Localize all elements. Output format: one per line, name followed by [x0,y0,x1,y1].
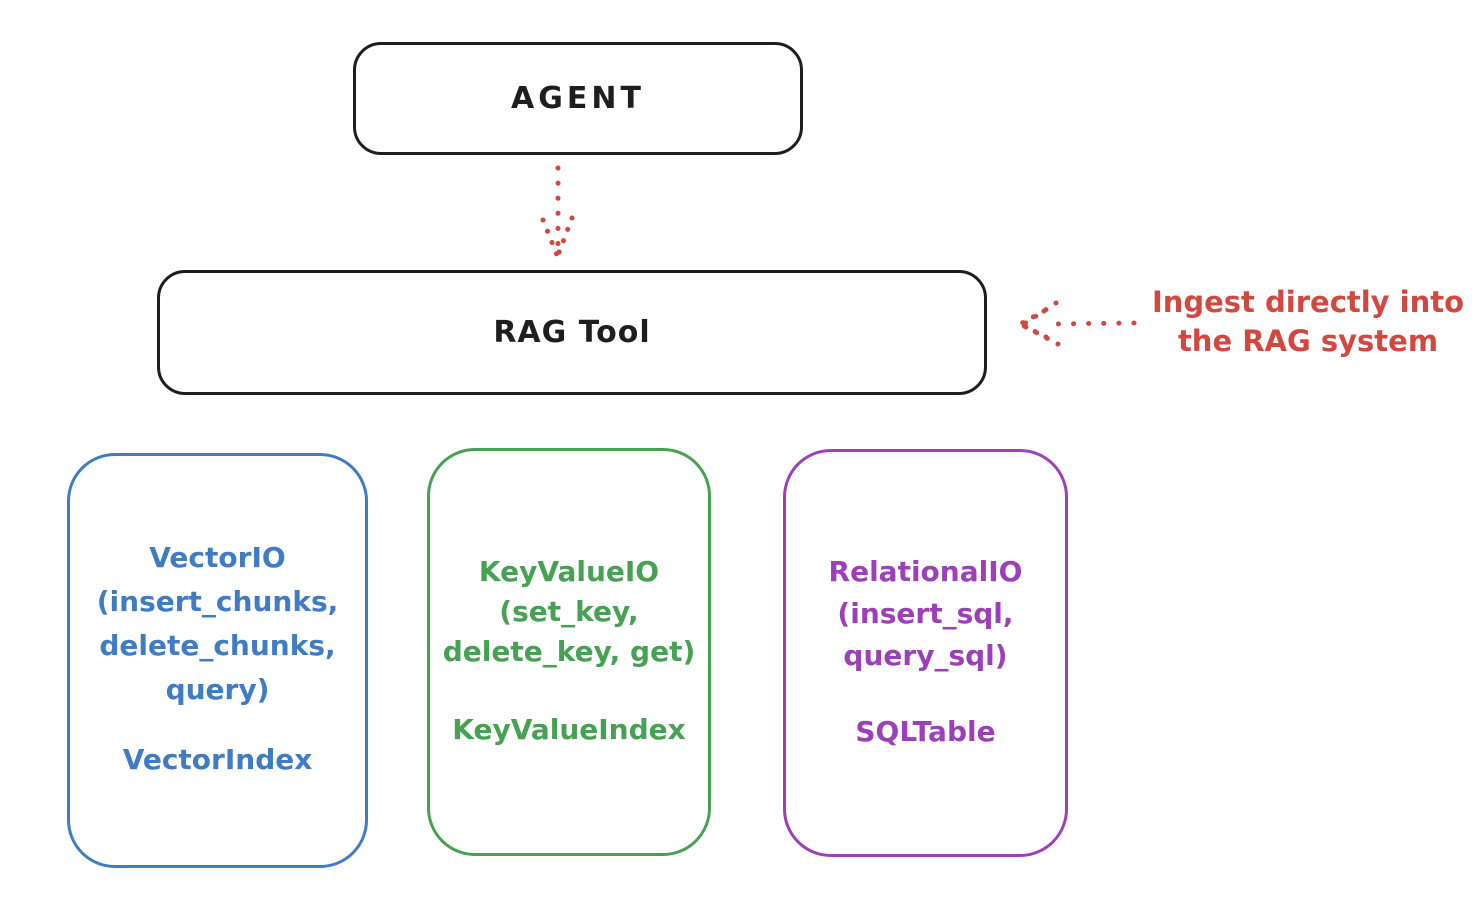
agent-to-rag-tool-arrow [540,165,575,258]
io-line: delete_chunks, [99,629,336,662]
sql-table-label: SQLTable [855,715,996,748]
relational-io-methods: RelationalIO (insert_sql, query_sql) [829,551,1023,677]
io-line: (insert_chunks, [96,585,339,618]
vector-io-methods: VectorIO (insert_chunks, delete_chunks, … [97,536,339,712]
relational-io-box[interactable]: RelationalIO (insert_sql, query_sql) SQL… [783,449,1068,857]
io-line: KeyValueIO [478,555,660,588]
vector-io-box[interactable]: VectorIO (insert_chunks, delete_chunks, … [67,453,368,868]
keyvalue-io-box[interactable]: KeyValueIO (set_key, delete_key, get) Ke… [427,448,711,856]
keyvalue-io-methods: KeyValueIO (set_key, delete_key, get) [443,552,696,672]
io-line: query) [165,673,270,706]
io-line: query_sql) [843,639,1008,672]
keyvalue-index-label: KeyValueIndex [452,713,686,746]
io-line: VectorIO [149,541,286,574]
ingest-annotation-line1: Ingest directly into [1151,285,1465,319]
agent-label: AGENT [511,81,645,116]
io-line: (insert_sql, [837,597,1014,630]
annotation-to-rag-tool-arrow [1019,300,1137,347]
ingest-annotation: Ingest directly into the RAG system [1140,283,1476,361]
ingest-annotation-line2: the RAG system [1177,324,1439,358]
io-line: (set_key, [499,595,639,628]
rag-tool-label: RAG Tool [493,315,651,350]
agent-box[interactable]: AGENT [353,42,803,155]
vector-index-label: VectorIndex [122,743,313,776]
rag-tool-box[interactable]: RAG Tool [157,270,987,395]
io-line: RelationalIO [828,555,1023,588]
io-line: delete_key, get) [442,635,696,668]
